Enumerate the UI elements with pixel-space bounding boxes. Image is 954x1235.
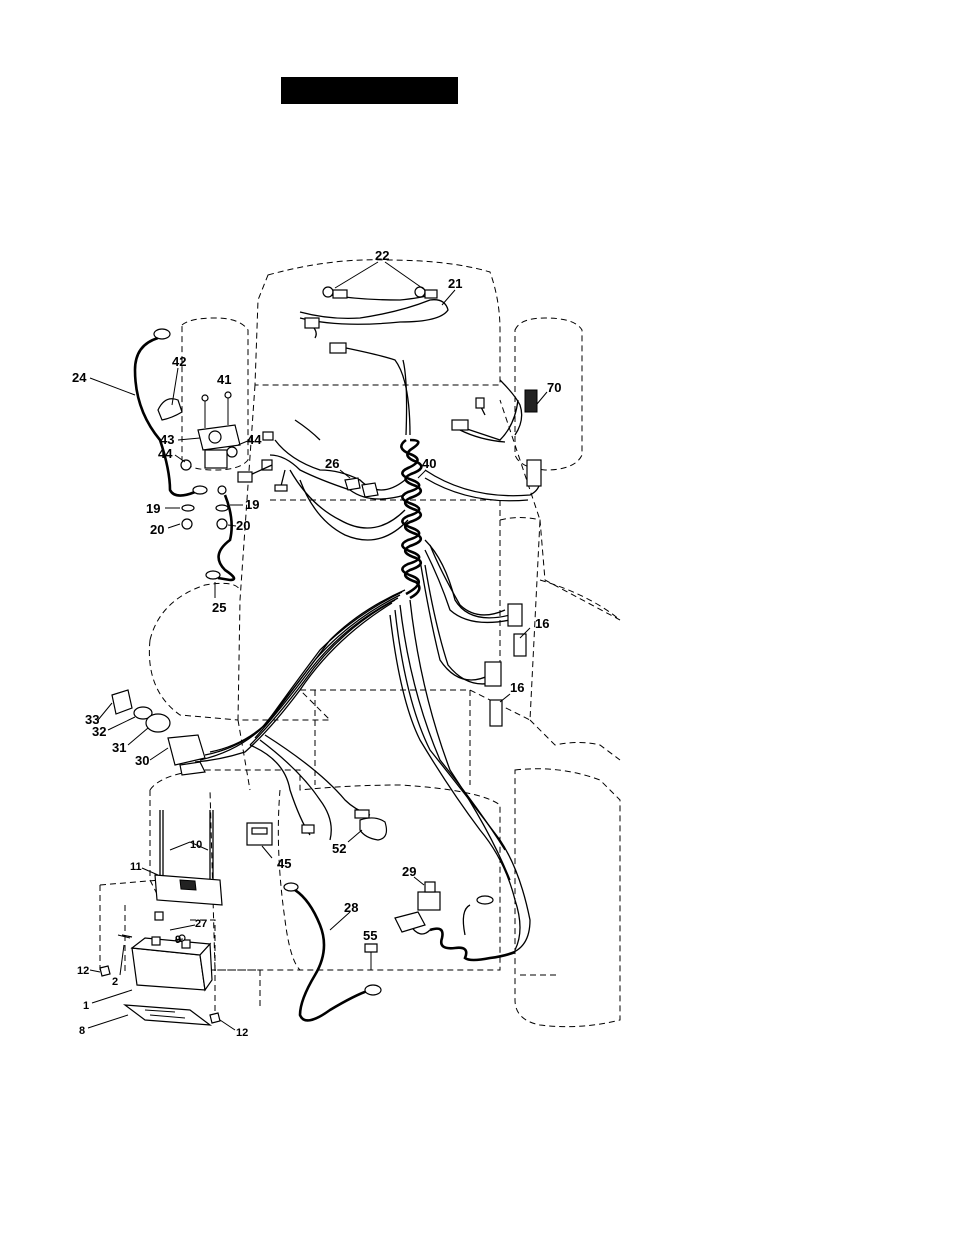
parts-45-52 — [247, 818, 386, 845]
cable-25 — [206, 486, 234, 580]
callout-9: 9 — [175, 934, 181, 946]
callout-43: 43 — [160, 432, 174, 447]
callout-28: 28 — [344, 900, 358, 915]
callout-27: 27 — [195, 918, 207, 930]
callout-25: 25 — [212, 600, 226, 615]
callout-10: 10 — [190, 839, 202, 851]
wiring-loom — [401, 440, 421, 598]
callout-1: 1 — [83, 1000, 89, 1012]
callout-52: 52 — [332, 841, 346, 856]
callout-29: 29 — [402, 864, 416, 879]
seat-coil — [395, 896, 515, 960]
switch-29 — [414, 877, 440, 910]
callout-16b: 16 — [510, 680, 524, 695]
callout-22: 22 — [375, 248, 389, 263]
tractor-outline — [100, 260, 620, 1027]
callout-11: 11 — [130, 861, 142, 873]
callout-32: 32 — [92, 724, 106, 739]
callout-21: 21 — [448, 276, 462, 291]
callout-24: 24 — [72, 370, 87, 385]
callout-20b: 20 — [236, 518, 250, 533]
callout-42: 42 — [172, 354, 186, 369]
callout-16a: 16 — [535, 616, 549, 631]
callout-2: 2 — [112, 976, 118, 988]
callout-45: 45 — [277, 856, 291, 871]
ignition-parts — [112, 690, 205, 775]
callout-12b: 12 — [236, 1027, 248, 1039]
callout-31: 31 — [112, 740, 126, 755]
upper-left-harness — [238, 420, 408, 540]
right-harness — [420, 380, 547, 726]
callout-41: 41 — [217, 372, 231, 387]
callout-12a: 12 — [77, 965, 89, 977]
callout-8: 8 — [79, 1025, 85, 1037]
bolt-55 — [365, 944, 377, 970]
hardware-19-20 — [182, 505, 228, 529]
callout-44b: 44 — [158, 446, 173, 461]
callout-19b: 19 — [245, 497, 259, 512]
callout-44a: 44 — [247, 432, 262, 447]
callout-70: 70 — [547, 380, 561, 395]
callout-19a: 19 — [146, 501, 160, 516]
callout-20a: 20 — [150, 522, 164, 537]
callout-30: 30 — [135, 753, 149, 768]
callout-55: 55 — [363, 928, 377, 943]
headlight-harness — [300, 287, 448, 435]
callout-26: 26 — [325, 456, 339, 471]
callout-40: 40 — [422, 456, 436, 471]
